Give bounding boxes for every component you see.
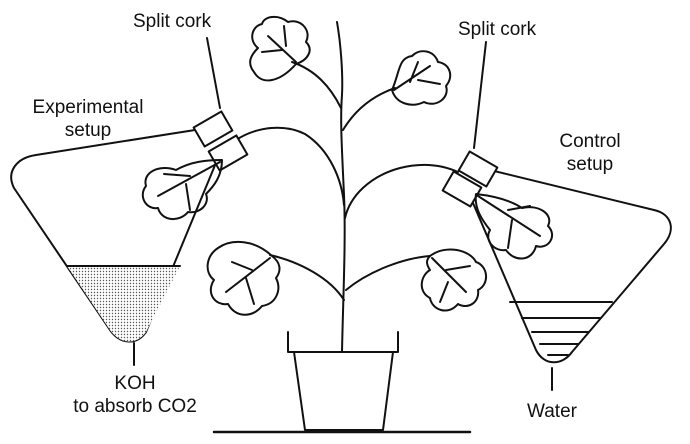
branch-lower-right	[345, 255, 431, 291]
split-cork-right	[441, 150, 499, 208]
leader-split-cork-right	[473, 41, 487, 149]
label-experimental-line2: setup	[64, 120, 112, 141]
label-split-cork-right: Split cork	[458, 19, 537, 40]
branch-to-experimental	[235, 126, 345, 206]
leader-split-cork-left	[206, 37, 221, 109]
label-control-setup: Control setup	[548, 130, 632, 176]
label-koh-line2: to absorb CO2	[73, 396, 197, 417]
branch-upper-left	[291, 61, 342, 109]
leaf-lower-right	[420, 248, 487, 312]
branch-upper-right	[342, 87, 396, 131]
leaf-upper-left	[249, 16, 311, 82]
control-flask	[441, 150, 672, 391]
branch-lower-left	[269, 254, 345, 301]
leaf-in-experimental	[141, 159, 223, 220]
leaf-lower-left	[206, 240, 281, 316]
koh-solution	[67, 266, 180, 342]
plant-stem	[336, 21, 346, 353]
label-experimental-setup: Experimental setup	[22, 96, 154, 142]
label-water: Water	[527, 401, 577, 422]
experimental-flask	[10, 110, 249, 366]
label-control-line1: Control	[559, 131, 621, 152]
leaf-in-control	[474, 193, 554, 260]
label-split-cork-left: Split cork	[133, 11, 212, 32]
water	[509, 301, 613, 356]
label-koh: KOH to absorb CO2	[52, 372, 218, 418]
branch-to-control	[344, 163, 459, 219]
leaf-upper-right	[391, 50, 452, 106]
label-control-line2: setup	[566, 154, 614, 175]
label-experimental-line1: Experimental	[32, 97, 144, 118]
label-koh-line1: KOH	[114, 373, 156, 394]
